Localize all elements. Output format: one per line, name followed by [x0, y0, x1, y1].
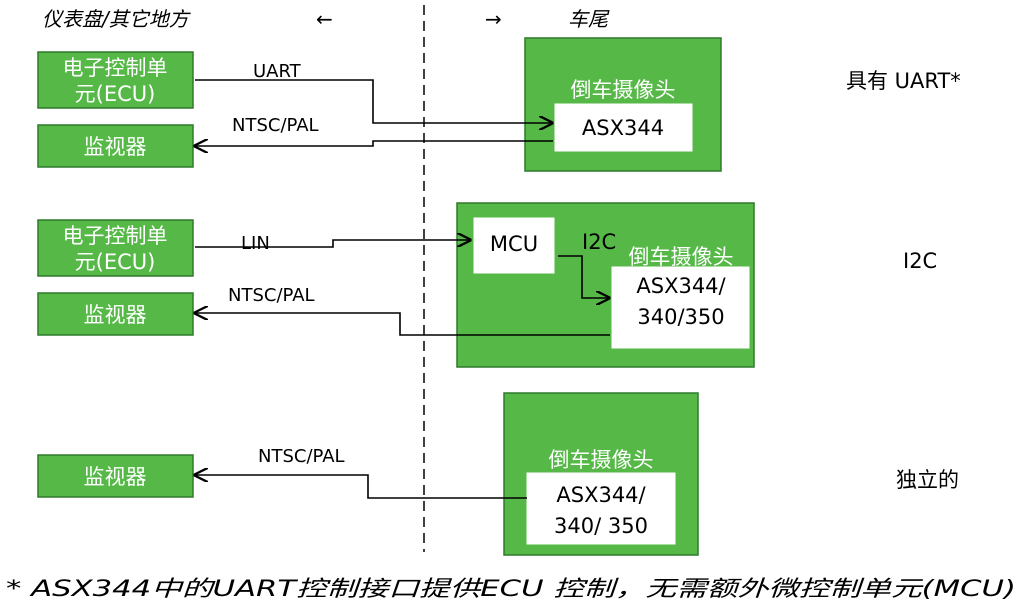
row2-video-label: NTSC/PAL [228, 285, 315, 306]
row1-chip-label: ASX344 [582, 116, 664, 140]
row1-video-connector [195, 141, 553, 146]
row2-monitor-block: 监视器 [37, 292, 194, 336]
row1-monitor-label: 监视器 [84, 135, 147, 159]
row1-video-label: NTSC/PAL [232, 115, 319, 136]
row2-mcu-box [473, 217, 555, 274]
row2-lin-connector [195, 240, 470, 248]
row1-ecu-label-line2: 元(ECU) [75, 82, 156, 106]
row1-note: 具有 UART* [846, 69, 961, 93]
row1-monitor-block: 监视器 [37, 124, 194, 168]
row1-uart-connector [195, 79, 552, 123]
row1-ecu-block: 电子控制单 元(ECU) [37, 51, 194, 109]
left-arrow-glyph: ← [316, 7, 333, 31]
row2-note: I2C [903, 249, 937, 273]
row2-video-connector [195, 313, 610, 336]
row1-uart-label: UART [253, 61, 302, 82]
row1-camera-block: 倒车摄像头 ASX344 [524, 37, 722, 172]
row3-chip-box [526, 472, 676, 545]
row3-monitor-block: 监视器 [37, 454, 194, 498]
vehicle-rear-label: 车尾 [568, 7, 610, 31]
row3-camera-block: 倒车摄像头 ASX344/ 340/ 350 [503, 392, 699, 556]
dashboard-side-label: 仪表盘/其它地方 [42, 7, 192, 31]
row2-mcu-label: MCU [490, 232, 538, 256]
row2-monitor-label: 监视器 [84, 303, 147, 327]
row1-ecu-label-line1: 电子控制单 [63, 56, 168, 80]
row3-video-label: NTSC/PAL [258, 446, 345, 467]
row3-monitor-label: 监视器 [84, 465, 147, 489]
row2-lin-label: LIN [241, 233, 270, 254]
row3-video-connector [195, 475, 527, 499]
row2-ecu-label-line1: 电子控制单 [63, 224, 168, 248]
row1-chip-box [554, 103, 693, 152]
row2-camera-block: MCU I2C 倒车摄像头 ASX344/ 340/350 [456, 202, 755, 368]
row1-camera-title: 倒车摄像头 [571, 78, 676, 102]
right-arrow-glyph: → [485, 7, 502, 31]
row2-i2c-label: I2C [582, 230, 616, 254]
row3-chip-label-line2: 340/ 350 [554, 514, 648, 538]
row3-note: 独立的 [896, 468, 959, 492]
row2-chip-box [611, 266, 750, 349]
row3-chip-label-line1: ASX344/ [556, 483, 646, 507]
row2-ecu-block: 电子控制单 元(ECU) [37, 219, 194, 277]
row2-i2c-connector [558, 255, 609, 298]
row2-chip-label-line1: ASX344/ [636, 274, 726, 298]
row2-chip-label-line2: 340/350 [637, 305, 724, 329]
row3-camera-title: 倒车摄像头 [549, 448, 654, 472]
footnote: * ASX344中的UART控制接口提供ECU 控制，无需额外微控制单元(MCU… [6, 577, 1016, 602]
row2-ecu-label-line2: 元(ECU) [75, 250, 156, 274]
row2-camera-title: 倒车摄像头 [629, 245, 734, 269]
